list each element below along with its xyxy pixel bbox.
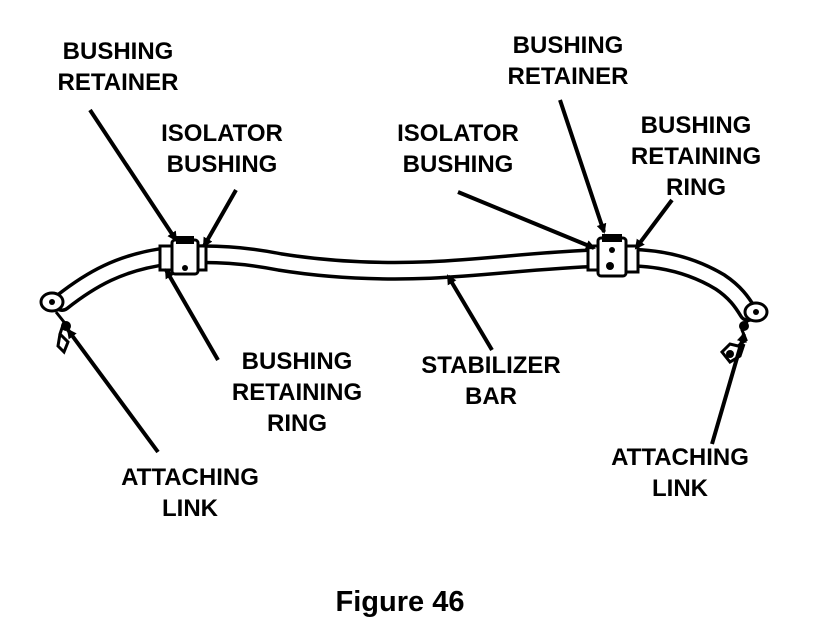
arrow-attaching-link-left: [66, 328, 160, 454]
left-bushing-assembly-shape: [158, 236, 208, 276]
right-attaching-link-shape: [719, 301, 769, 364]
leader-arrows: [66, 99, 747, 454]
label-stabilizer-bar: STABILIZER BAR: [421, 352, 561, 410]
arrow-bushing-retainer-right: [558, 99, 607, 234]
arrow-bushing-retaining-ring-left: [164, 268, 220, 362]
arrow-stabilizer-bar: [446, 274, 494, 352]
arrow-bushing-retaining-ring-right: [634, 198, 674, 250]
label-bushing-retainer-right: BUSHING RETAINER: [507, 32, 629, 90]
arrow-isolator-bushing-left: [202, 189, 238, 248]
arrow-isolator-bushing-right: [457, 190, 596, 250]
figure-caption: Figure 46: [335, 586, 465, 618]
label-attaching-link-left: ATTACHING LINK: [121, 464, 259, 522]
arrow-bushing-retainer-left: [88, 108, 178, 242]
label-isolator-bushing-left: ISOLATOR BUSHING: [161, 120, 283, 178]
label-bushing-retaining-ring-right: BUSHING RETAINING RING: [630, 112, 762, 201]
label-bushing-retaining-ring-left: BUSHING RETAINING RING: [231, 348, 363, 437]
arrow-attaching-link-right: [710, 332, 747, 445]
label-bushing-retainer-left: BUSHING RETAINER: [57, 38, 179, 96]
right-bushing-assembly-shape: [586, 234, 640, 278]
label-attaching-link-right: ATTACHING LINK: [611, 444, 749, 502]
label-isolator-bushing-right: ISOLATOR BUSHING: [397, 120, 519, 178]
